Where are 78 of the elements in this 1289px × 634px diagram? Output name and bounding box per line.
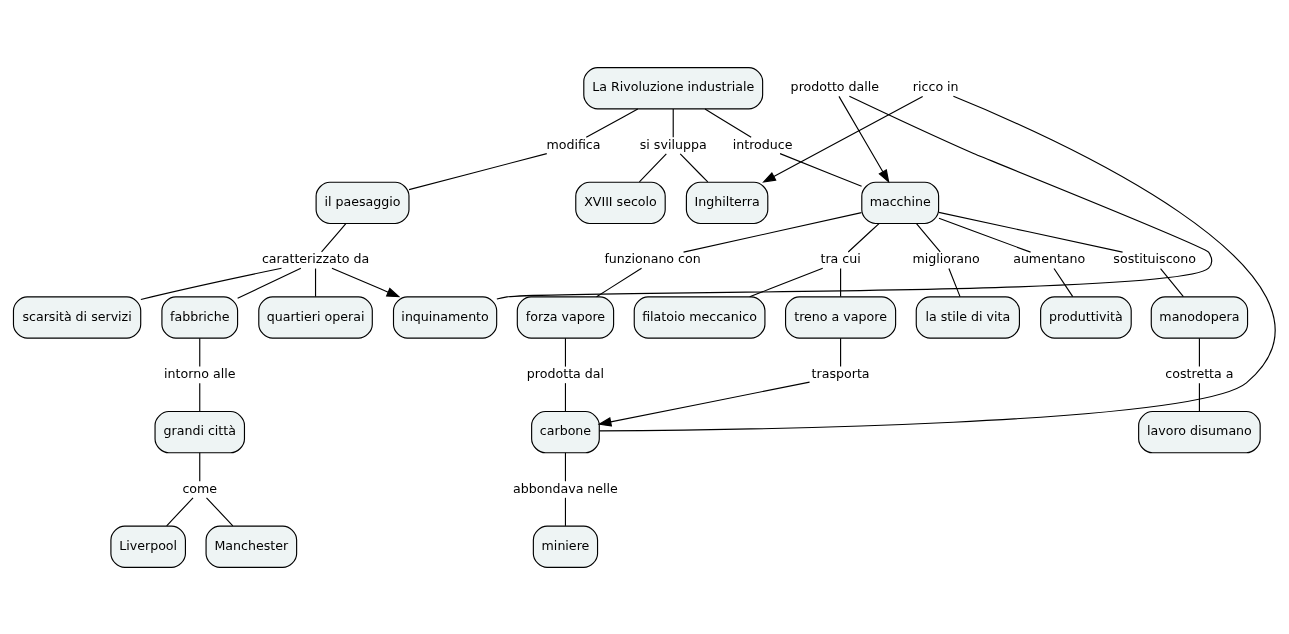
- connector: [314, 267, 317, 297]
- node-text: intorno alle: [164, 365, 236, 381]
- connector: [598, 95, 1276, 431]
- node-text: sostituiscono: [1113, 250, 1197, 266]
- connector: [564, 451, 567, 482]
- node-box: fabbriche: [161, 295, 239, 339]
- connector: [496, 95, 1213, 300]
- node-box: il paesaggio: [315, 181, 410, 224]
- node-text: modifica: [546, 136, 601, 152]
- node-text: prodotto dalle: [790, 78, 880, 94]
- connector: [140, 267, 283, 300]
- arrow: [762, 95, 924, 183]
- node-box: la stile di vita: [915, 295, 1020, 339]
- node-box: filatoio meccanico: [633, 295, 766, 339]
- node-text: costretta a: [1165, 365, 1234, 381]
- arrow: [597, 381, 811, 427]
- node-box: miniere: [532, 525, 599, 568]
- node-box: forza vapore: [516, 295, 615, 339]
- node-text: tra cui: [820, 250, 861, 266]
- node-box: XVIII secolo: [575, 181, 666, 224]
- connector: [199, 451, 201, 482]
- node-box: grandi città: [154, 410, 246, 453]
- connector: [564, 382, 567, 412]
- node-text: come: [182, 480, 218, 496]
- node-box: treno a vapore: [785, 295, 897, 339]
- connector: [199, 382, 201, 412]
- node-text: ricco in: [912, 78, 959, 94]
- connector: [779, 152, 863, 187]
- connector: [596, 267, 643, 297]
- connector: [749, 267, 824, 297]
- connector: [847, 222, 880, 253]
- connector: [1053, 267, 1074, 297]
- node-box: Manchester: [205, 525, 298, 568]
- connector: [679, 152, 709, 183]
- node-box: produttività: [1040, 295, 1132, 339]
- connector: [1198, 382, 1200, 412]
- connector: [199, 337, 201, 367]
- connector: [638, 152, 667, 183]
- node-text: caratterizzato da: [261, 250, 370, 266]
- connector: [166, 496, 194, 526]
- connector: [938, 211, 1124, 253]
- connector: [840, 267, 842, 297]
- node-box: Liverpool: [110, 525, 186, 568]
- node-text: migliorano: [912, 250, 980, 266]
- connector: [938, 217, 1032, 253]
- connector: [564, 337, 567, 367]
- connector: [408, 152, 548, 190]
- node-text: trasporta: [811, 365, 870, 381]
- node-box: inquinamento: [392, 295, 498, 339]
- node-box: lavoro disumano: [1138, 410, 1261, 453]
- connector: [840, 337, 842, 367]
- node-box: carbone: [531, 410, 600, 453]
- connector: [564, 496, 567, 526]
- node-text: prodotta dal: [526, 365, 605, 381]
- node-box: La Rivoluzione industriale: [583, 66, 764, 109]
- node-box: scarsità di servizi: [12, 295, 142, 339]
- connector: [585, 107, 639, 138]
- connector: [205, 496, 234, 526]
- connector: [704, 107, 752, 138]
- node-box: manodopera: [1150, 295, 1249, 339]
- arrow: [838, 95, 890, 183]
- node-text: aumentano: [1013, 250, 1086, 266]
- node-text: abbondava nelle: [513, 480, 618, 496]
- connector: [683, 211, 863, 253]
- connector: [1198, 337, 1200, 367]
- node-box: quartieri operai: [258, 295, 373, 339]
- node-text: funzionano con: [604, 250, 701, 266]
- connector: [237, 267, 302, 299]
- connector: [1159, 267, 1184, 297]
- connector: [915, 222, 941, 253]
- node-text: si sviluppa: [639, 136, 707, 152]
- connector: [672, 107, 674, 138]
- connector: [321, 222, 347, 253]
- node-text: introduce: [732, 136, 793, 152]
- node-box: macchine: [861, 181, 940, 224]
- node-box: Inghilterra: [685, 181, 769, 224]
- connector: [948, 267, 961, 297]
- arrow: [331, 267, 401, 297]
